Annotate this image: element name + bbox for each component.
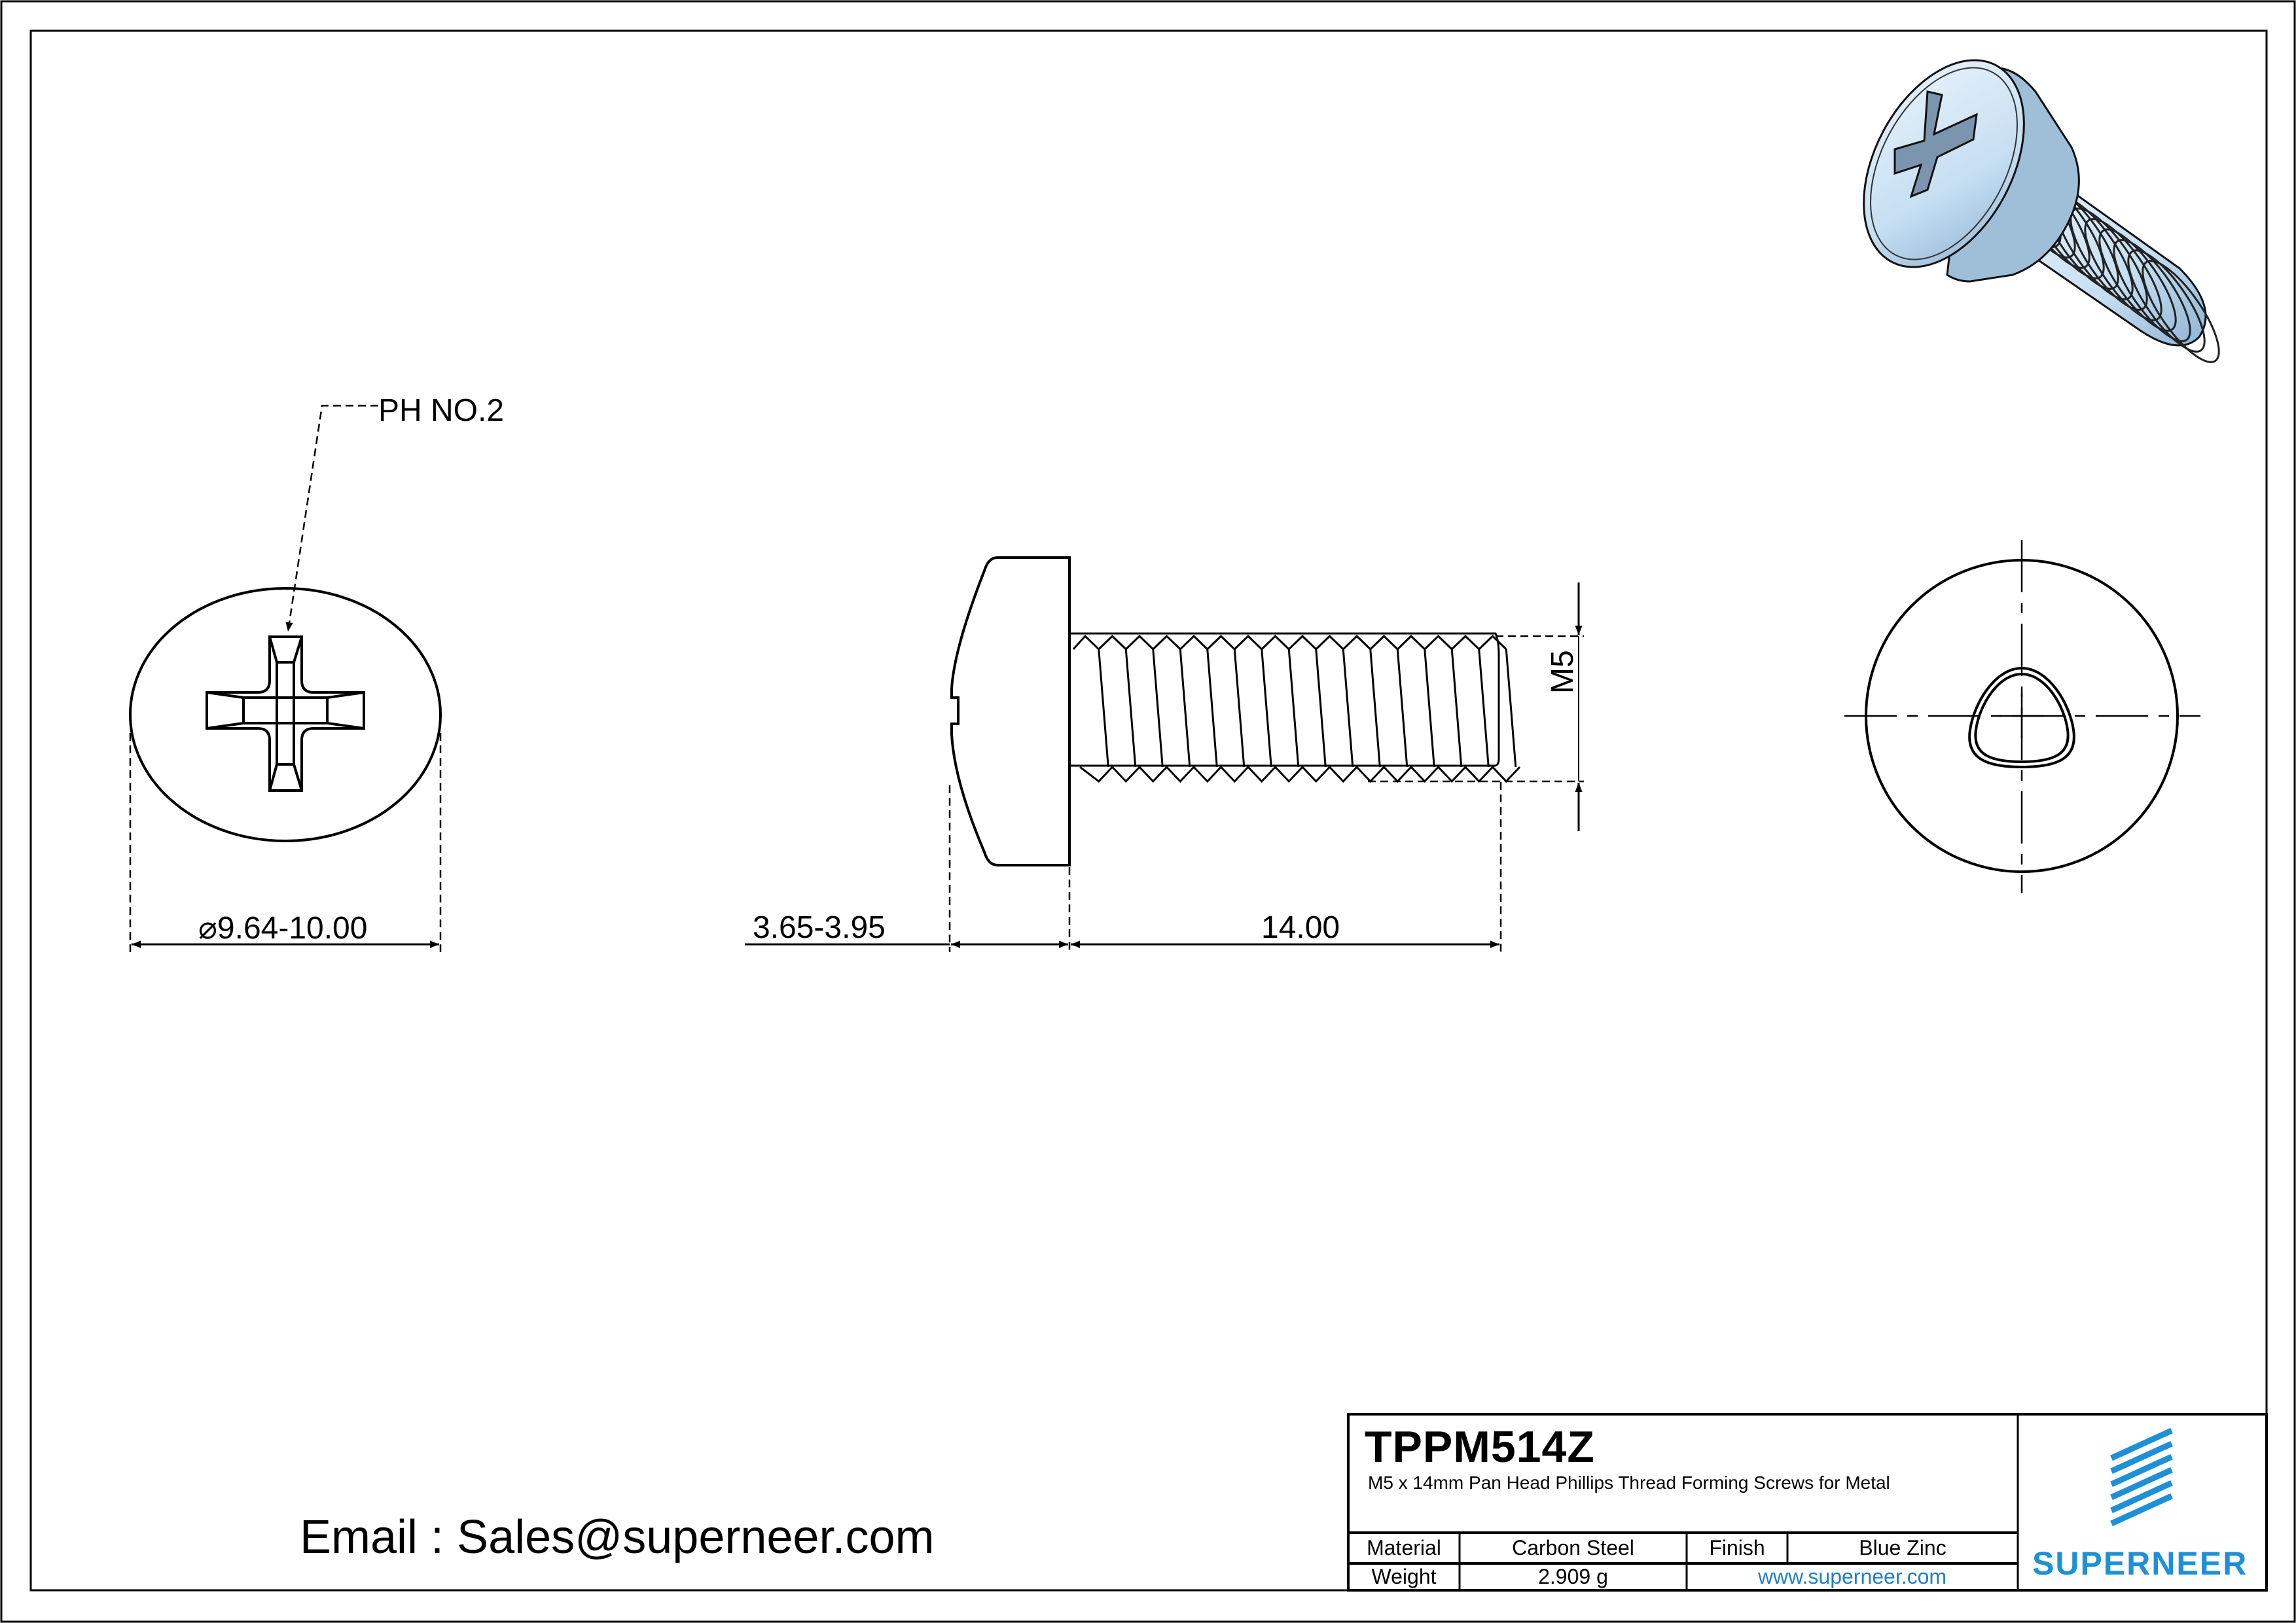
side-view — [745, 556, 1584, 952]
phillips-size-callout: PH NO.2 — [378, 393, 505, 428]
brand-name: SUPERNEER — [2032, 1545, 2248, 1582]
end-view — [1844, 540, 2200, 893]
pan-head-profile — [950, 556, 1071, 866]
diameter-value: 9.64-10.00 — [217, 911, 368, 946]
head-height-dimension: 3.65-3.95 — [753, 910, 886, 945]
contact-email: Email : Sales@superneer.com — [300, 1511, 935, 1563]
title-block-grid — [1347, 1413, 2268, 1592]
screw-3d-render — [1863, 59, 2220, 363]
website-link[interactable]: www.superneer.com — [1757, 1565, 1947, 1588]
front-view — [129, 404, 442, 952]
head-outline — [129, 587, 442, 842]
thread-size-dimension: M5 — [1545, 650, 1580, 694]
trilobular-tip — [1968, 666, 2075, 769]
phillips-recess-icon — [206, 635, 365, 792]
material-value: Carbon Steel — [1512, 1536, 1634, 1560]
head-diameter-dimension: ⌀9.64-10.00 — [198, 910, 367, 946]
finish-label: Finish — [1709, 1536, 1765, 1560]
diameter-symbol-icon: ⌀ — [198, 911, 217, 946]
striped-parallelogram-logo-icon — [2110, 1427, 2173, 1527]
shank-root — [1069, 632, 1500, 767]
sheet-inner-frame — [29, 29, 2268, 1592]
part-description: M5 x 14mm Pan Head Phillips Thread Formi… — [1368, 1472, 1890, 1493]
part-number: TPPM514Z — [1365, 1422, 1595, 1472]
weight-label: Weight — [1371, 1565, 1437, 1588]
weight-value: 2.909 g — [1538, 1565, 1608, 1588]
material-label: Material — [1367, 1536, 1441, 1560]
callout-leader — [285, 404, 378, 632]
thread-profile — [1072, 634, 1521, 783]
length-dimension: 14.00 — [1261, 910, 1340, 945]
finish-value: Blue Zinc — [1859, 1536, 1946, 1560]
